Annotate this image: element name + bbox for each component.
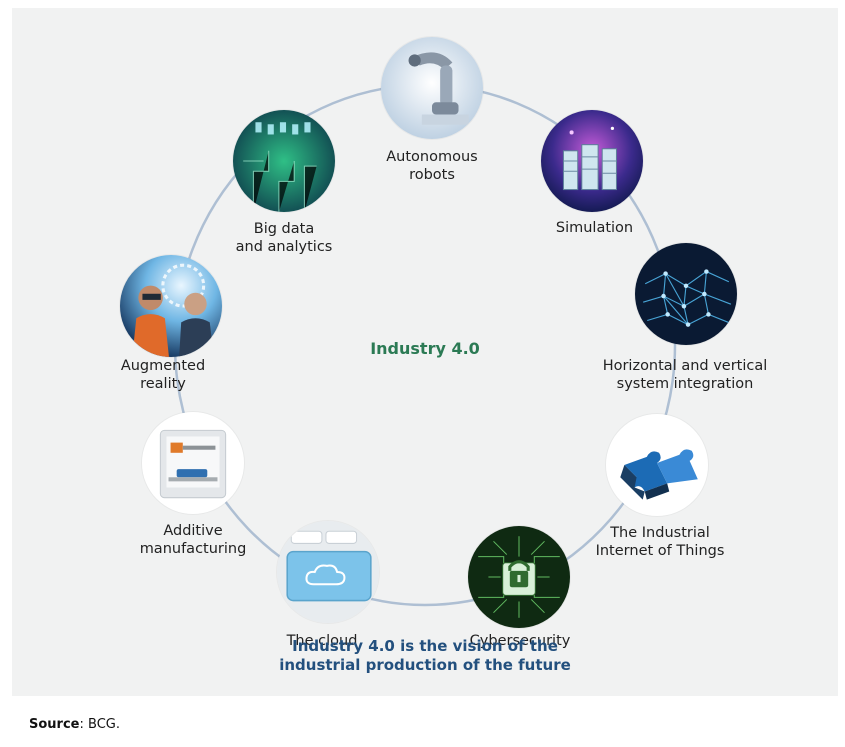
center-title: Industry 4.0	[370, 339, 480, 358]
node-label-cybersecurity: Cybersecurity	[469, 633, 571, 649]
network-mesh-icon	[635, 243, 737, 345]
node-label-the-cloud: The cloud	[286, 633, 358, 649]
robot-arm-icon	[381, 37, 483, 139]
diagram-caption: Industry 4.0 is the vision of the indust…	[230, 637, 620, 675]
padlock-circuit-icon	[468, 526, 570, 628]
3d-printer-icon	[142, 412, 244, 514]
cloud-key-icon	[277, 521, 379, 623]
puzzle-pieces-icon	[606, 414, 708, 516]
source-note: Source: BCG.	[29, 717, 120, 732]
caption-line-1: Industry 4.0 is the vision of the	[292, 637, 558, 655]
caption-line-2: industrial production of the future	[279, 656, 571, 674]
ar-headset-icon	[120, 255, 222, 357]
node-label-simulation: Simulation	[555, 220, 634, 236]
data-matrix-icon	[233, 110, 335, 212]
source-value: BCG.	[88, 717, 120, 732]
server-racks-icon	[541, 110, 643, 212]
source-label: Source	[29, 717, 80, 732]
